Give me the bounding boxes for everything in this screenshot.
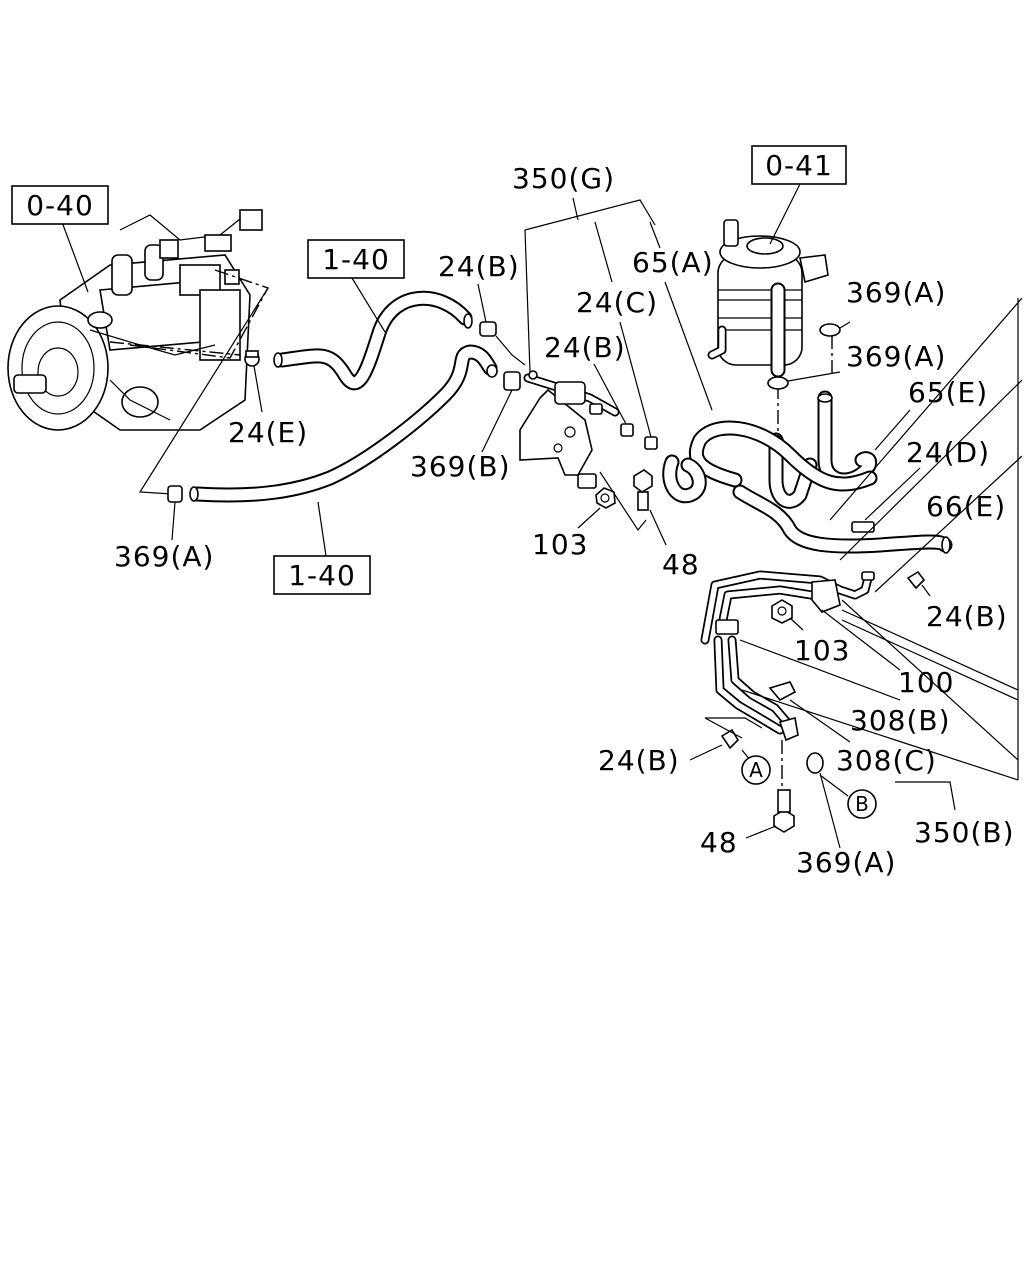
bolt-48-top <box>633 469 653 511</box>
bracket-350b-group <box>741 297 1023 811</box>
callout-65e: 65(E) <box>908 376 988 409</box>
bracket-350g <box>519 370 620 476</box>
callout-100: 100 <box>898 666 954 699</box>
bolt-48-bottom <box>745 789 795 839</box>
callout-350b: 350(B) <box>914 816 1015 849</box>
leader-65a <box>664 281 713 411</box>
callout-103-left: 103 <box>532 528 588 561</box>
callout-65a: 65(A) <box>632 246 714 279</box>
ref-box-0-41: 0-41 <box>751 145 847 185</box>
callout-103-right: 103 <box>794 634 850 667</box>
callout-369a-top: 369(A) <box>846 276 946 309</box>
leader-0-40 <box>61 221 89 293</box>
callout-24b-mid: 24(B) <box>544 331 626 364</box>
nut-103-left <box>577 473 616 529</box>
ref-box-1-40-upper: 1-40 <box>307 239 405 279</box>
ref-label-1-40-lower: 1-40 <box>288 559 356 592</box>
callout-369a-bottom: 369(A) <box>796 846 896 879</box>
callout-308b: 308(B) <box>850 704 951 737</box>
callout-48-bottom: 48 <box>700 826 738 859</box>
callout-24d: 24(D) <box>906 436 990 469</box>
callout-369a-left: 369(A) <box>114 540 214 573</box>
injection-pump-drawing <box>7 209 263 431</box>
callout-350g: 350(G) <box>512 162 615 195</box>
leader-48-103 <box>599 471 647 532</box>
clip-24d <box>851 521 875 533</box>
leader-48-top <box>649 509 667 546</box>
callout-24c: 24(C) <box>576 286 658 319</box>
bracket-350g-group <box>524 199 656 231</box>
ref-box-0-40: 0-40 <box>11 185 109 225</box>
callout-24b-right: 24(B) <box>926 600 1008 633</box>
callout-369a-mid: 369(A) <box>846 340 946 373</box>
ref-label-0-41: 0-41 <box>765 149 833 182</box>
marker-b: B <box>847 789 877 819</box>
callout-48-top: 48 <box>662 548 700 581</box>
clip-24b-bottom <box>689 728 740 761</box>
ref-box-1-40-lower: 1-40 <box>273 555 371 595</box>
clip-369b <box>481 371 521 453</box>
hose-lower-1-40 <box>189 344 498 503</box>
clip-24b-top <box>477 283 526 366</box>
callout-24b-top: 24(B) <box>438 250 520 283</box>
clamp-369a-top <box>819 321 851 337</box>
nut-103-right <box>771 599 804 631</box>
clip-24b-right <box>906 570 931 597</box>
clamp-369a-left <box>167 485 183 541</box>
marker-b-label: B <box>855 792 869 816</box>
callout-308c: 308(C) <box>836 744 937 777</box>
marker-a: A <box>741 755 771 785</box>
callout-24e: 24(E) <box>228 416 308 449</box>
clamp-369a-mid <box>767 371 841 390</box>
hose-65a <box>662 420 878 504</box>
leader-1-40-lower <box>317 501 327 557</box>
hose-upper-1-40 <box>273 290 473 391</box>
clip-24b-mid <box>593 363 634 437</box>
leader-1-40-upper <box>351 277 386 333</box>
clip-24e <box>244 350 263 413</box>
clip-24c <box>619 321 658 450</box>
callout-24b-bottom: 24(B) <box>598 744 680 777</box>
fuel-filter-drawing <box>707 219 829 366</box>
clamp-369a-bottom <box>806 752 841 849</box>
hose-66e <box>732 484 953 554</box>
callout-369b: 369(B) <box>410 450 511 483</box>
callout-66e: 66(E) <box>926 490 1006 523</box>
ref-label-1-40-upper: 1-40 <box>322 243 390 276</box>
lower-leaders <box>704 609 901 797</box>
marker-a-label: A <box>749 758 763 782</box>
ref-label-0-40: 0-40 <box>26 189 94 222</box>
leader-0-41 <box>769 183 801 245</box>
pump-connection-lines <box>109 269 270 495</box>
pipe-assembly-350b <box>700 570 875 742</box>
